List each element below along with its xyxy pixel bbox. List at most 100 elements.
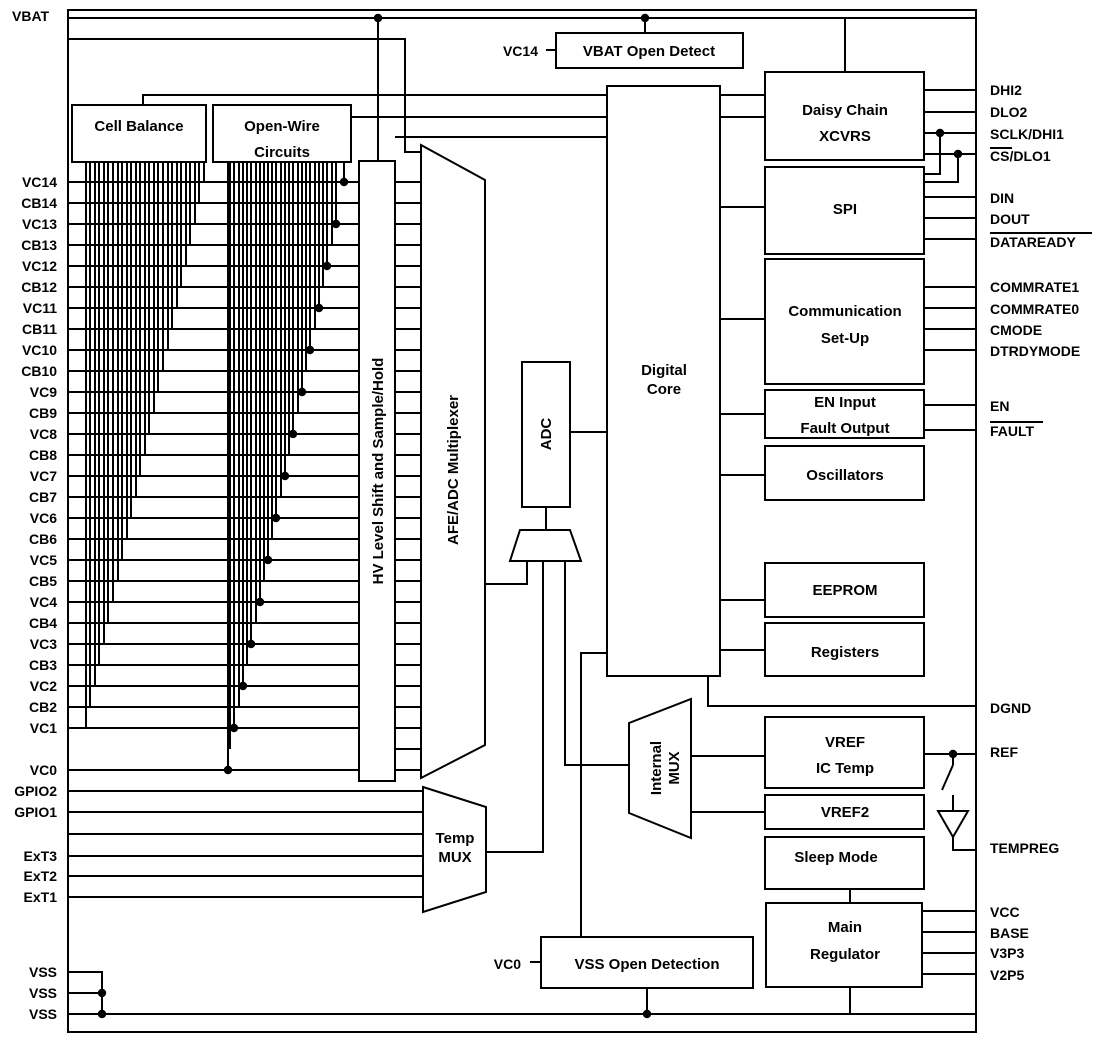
- pin-vc1: VC1: [30, 720, 57, 736]
- open-wire-junction: [305, 345, 315, 355]
- pin-cb10: CB10: [21, 363, 57, 379]
- open-wire-junction: [238, 681, 248, 691]
- open-wire-junction: [271, 513, 281, 523]
- pin-vc3: VC3: [30, 636, 57, 652]
- internal-mux-label-1: Internal: [648, 741, 665, 795]
- afe-mux-label: AFE/ADC Multiplexer: [445, 395, 462, 545]
- pin-vss: VSS: [29, 1006, 57, 1022]
- pin-vc14: VC14: [22, 174, 57, 190]
- pin-cb8: CB8: [29, 447, 57, 463]
- cell-balance-label: Cell Balance: [94, 118, 183, 135]
- vss-detect-to-core-line: [580, 652, 607, 937]
- pin-v3p3: V3P3: [990, 945, 1024, 961]
- open-wire-junction: [322, 261, 332, 271]
- pin-dgnd: DGND: [990, 700, 1031, 716]
- main-regulator-block: Main Regulator: [765, 902, 923, 988]
- sleep-mode-label: Sleep Mode: [794, 849, 877, 866]
- cs-spi-line: [924, 154, 959, 183]
- tempreg-line: [952, 837, 976, 851]
- temp-mux-label-2: MUX: [438, 849, 471, 866]
- hv-level-shift-block: HV Level Shift and Sample/Hold: [358, 160, 396, 782]
- open-wire-vc0-junction: [223, 765, 233, 775]
- pin-sclk-dhi1: SCLK/DHI1: [990, 126, 1064, 142]
- pin-cs-dlo1: CS/DLO1: [990, 148, 1051, 164]
- internal-mux-block: Internal MUX: [628, 697, 692, 840]
- pin-cb11: CB11: [22, 321, 57, 337]
- pin-base: BASE: [990, 925, 1029, 941]
- open-wire-label-1: Open-Wire: [244, 118, 320, 135]
- open-wire-junction: [280, 471, 290, 481]
- pin-vc6: VC6: [30, 510, 57, 526]
- pin-cb4: CB4: [29, 615, 57, 631]
- pin-vss: VSS: [29, 964, 57, 980]
- pin-cmode: CMODE: [990, 322, 1042, 338]
- open-wire-block: Open-Wire Circuits: [212, 104, 352, 163]
- pin-fault: FAULT: [990, 423, 1035, 439]
- afe-mux-block: AFE/ADC Multiplexer: [420, 143, 486, 780]
- pin-cb3: CB3: [29, 657, 57, 673]
- pin-ref: REF: [990, 744, 1018, 760]
- comm-setup-label-1: Communication: [788, 303, 901, 320]
- open-wire-junction: [255, 597, 265, 607]
- vbat-open-detect-label: VBAT Open Detect: [583, 43, 715, 60]
- pin-cb9: CB9: [29, 405, 57, 421]
- digital-core-label-1: Digital: [641, 362, 687, 379]
- vref-block: VREF IC Temp: [764, 716, 925, 789]
- pin-cb7: CB7: [29, 489, 57, 505]
- pin-vc7: VC7: [30, 468, 57, 484]
- wires: [68, 13, 976, 1019]
- en-fault-label-2: Fault Output: [800, 420, 889, 437]
- pin-v2p5: V2P5: [990, 967, 1024, 983]
- open-wire-junction: [246, 639, 256, 649]
- balance-control-line: [142, 94, 765, 105]
- adc-label: ADC: [538, 418, 555, 451]
- vbat-detect-vc14-label: VC14: [503, 43, 538, 59]
- hv-level-shift-label: HV Level Shift and Sample/Hold: [370, 358, 387, 585]
- pin-vc2: VC2: [30, 678, 57, 694]
- main-regulator-label-1: Main: [828, 919, 862, 936]
- vss-junction: [97, 1009, 107, 1019]
- internal-mux-label-2: MUX: [666, 751, 683, 784]
- oscillators-label: Oscillators: [806, 467, 884, 484]
- tempreg-buffer-icon: [936, 810, 970, 840]
- vss-junction: [97, 988, 107, 998]
- daisy-chain-label-1: Daisy Chain: [802, 102, 888, 119]
- pin-cb6: CB6: [29, 531, 57, 547]
- open-wire-junction: [288, 429, 298, 439]
- pin-vc12: VC12: [22, 258, 57, 274]
- tempmux-to-adc-line: [486, 561, 544, 853]
- main-regulator-label-2: Regulator: [810, 946, 880, 963]
- pin-vc13: VC13: [22, 216, 57, 232]
- oscillators-block: Oscillators: [764, 445, 925, 501]
- vref-label-2: IC Temp: [816, 760, 874, 777]
- open-wire-label-2: Circuits: [254, 144, 310, 161]
- pin-ext1: ExT1: [24, 889, 58, 905]
- pin-dhi2: DHI2: [990, 82, 1022, 98]
- daisy-chain-label-2: XCVRS: [819, 128, 871, 145]
- open-wire-junction: [331, 219, 341, 229]
- chip-outline: [67, 9, 977, 1033]
- open-wire-junction: [314, 303, 324, 313]
- pin-vc4: VC4: [30, 594, 57, 610]
- pin-dout: DOUT: [990, 211, 1030, 227]
- vss-open-detection-block: VSS Open Detection: [540, 936, 754, 989]
- pin-vss: VSS: [29, 985, 57, 1001]
- adc-input-mux: [508, 529, 583, 562]
- eeprom-block: EEPROM: [764, 562, 925, 618]
- comm-setup-label-2: Set-Up: [821, 330, 869, 347]
- comm-setup-block: Communication Set-Up: [764, 258, 925, 385]
- digital-core-block: Digital Core: [606, 85, 721, 677]
- pin-cb14: CB14: [21, 195, 57, 211]
- pin-vbat: VBAT: [12, 8, 50, 24]
- left-pin-labels: VBAT VC14CB14VC13CB13VC12CB12VC11CB11VC1…: [12, 8, 57, 1022]
- vref2-label: VREF2: [821, 804, 869, 821]
- vbat-open-detect-block: VBAT Open Detect: [555, 32, 744, 69]
- mux-to-adc-line: [485, 561, 528, 585]
- open-wire-junction: [229, 723, 239, 733]
- pin-cb12: CB12: [21, 279, 57, 295]
- pin-en: EN: [990, 398, 1009, 414]
- temp-mux-block: Temp MUX: [422, 785, 487, 914]
- open-wire-junction: [297, 387, 307, 397]
- vss-open-detection-label: VSS Open Detection: [574, 956, 719, 973]
- pin-commrate1: COMMRATE1: [990, 279, 1079, 295]
